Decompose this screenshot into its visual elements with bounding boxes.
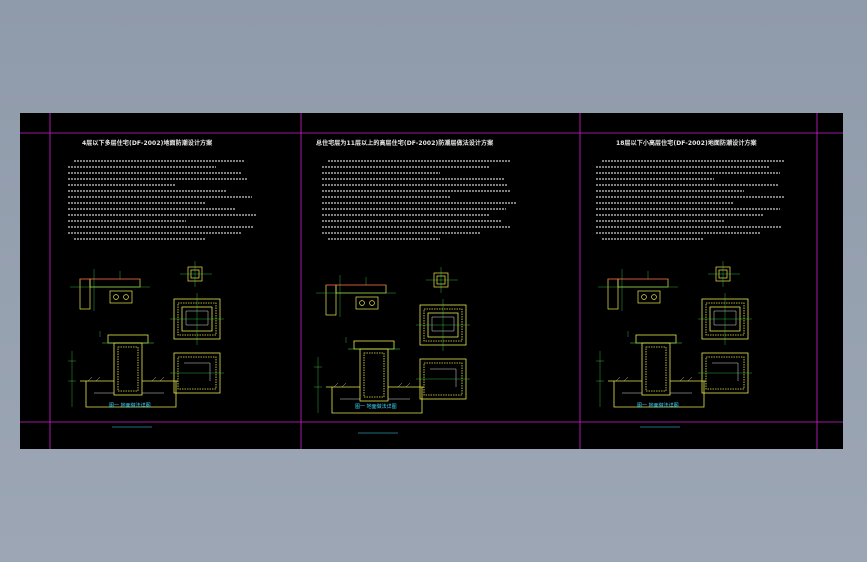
panel-1-notes-lines	[68, 160, 256, 240]
panel-2-title: 总住宅层为11层以上的高层住宅(DF-2002)防潮层做法设计方案	[316, 140, 494, 147]
panel-2-caption: 图一 地面做法详图	[355, 404, 397, 410]
detail-drawings	[67, 260, 753, 434]
panel-3-title: 18层以下小高层住宅(DF-2002)地面防潮设计方案	[616, 140, 757, 147]
panel-1-caption: 图一 地面做法详图	[109, 403, 151, 409]
panel-3-notes	[594, 157, 784, 240]
panel-2-notes	[320, 157, 516, 240]
panel-3-caption: 图一 地面做法详图	[637, 403, 679, 409]
panel-1-notes	[66, 157, 256, 240]
frame-lines	[20, 113, 843, 449]
panel-3-notes-lines	[596, 160, 784, 240]
drawing-sheet: 4层以下多层住宅(DF-2002)地面防潮设计方案 总住宅层为11层以上的高	[20, 113, 843, 449]
panel-1-title: 4层以下多层住宅(DF-2002)地面防潮设计方案	[82, 140, 213, 147]
panel-2-notes-lines	[322, 160, 516, 240]
